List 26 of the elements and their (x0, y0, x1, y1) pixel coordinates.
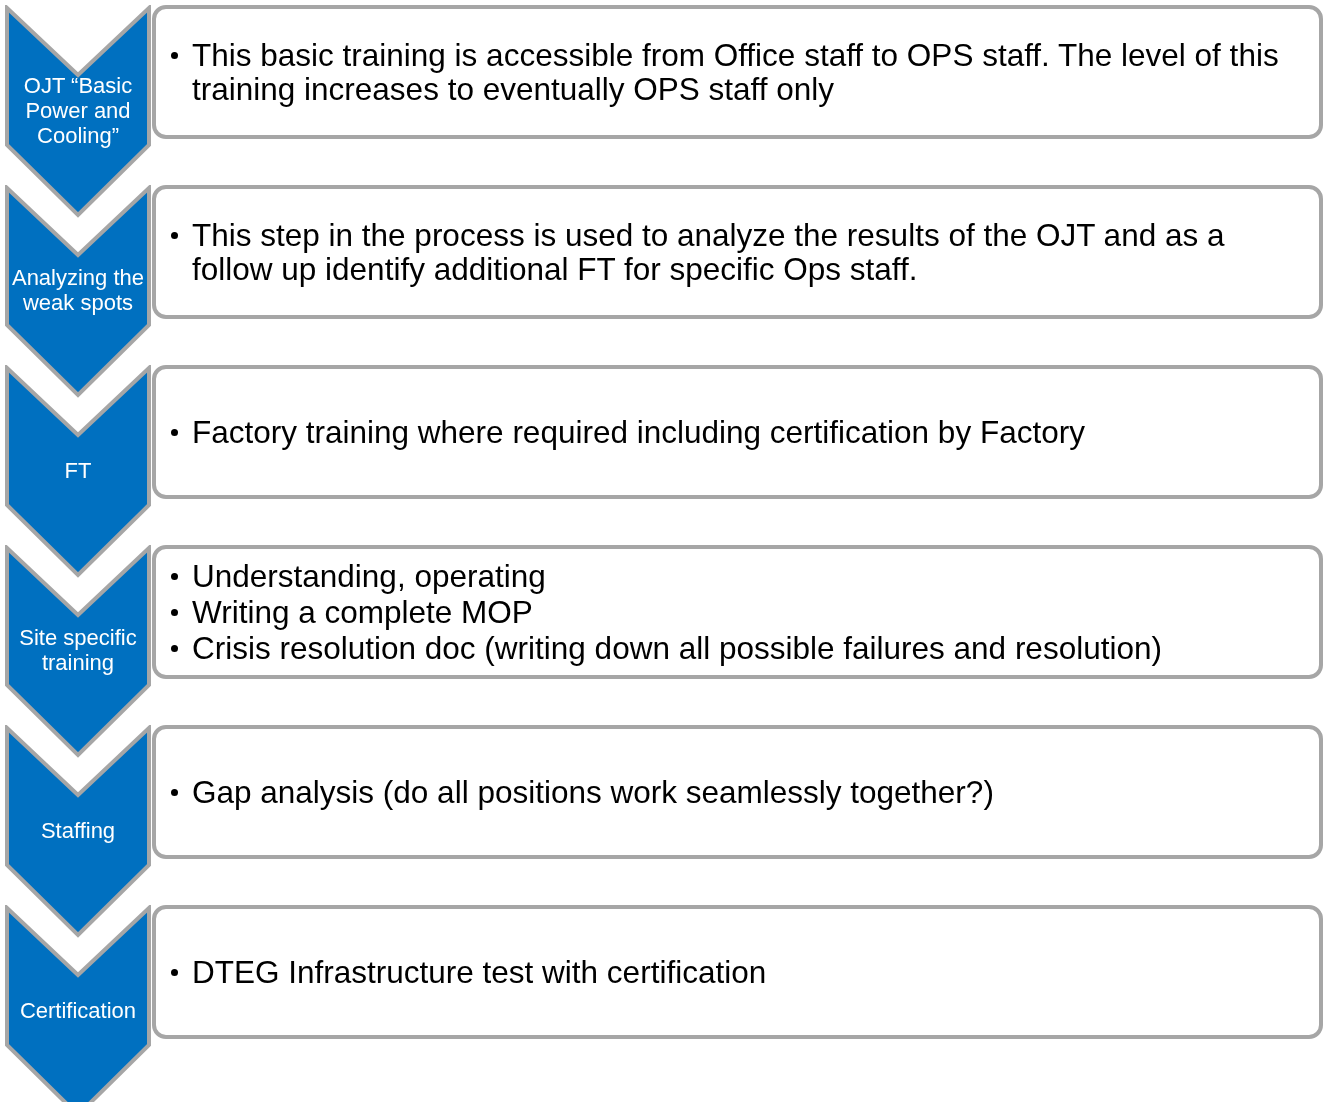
text-panel (152, 545, 1323, 679)
chevron-step (4, 905, 152, 1102)
text-panel (152, 905, 1323, 1039)
bullet-text: Factory training where required including certification by Factory (192, 415, 1086, 449)
text-panel (152, 185, 1323, 319)
text-panel (152, 725, 1323, 859)
bullet-text: This basic training is accessible from Office staff to OPS staff. The level of this training increases to eventually OPS staff only (192, 38, 1280, 106)
text-panel (152, 365, 1323, 499)
step-label: Analyzing the weak spots (10, 265, 146, 315)
text-panel (152, 5, 1323, 139)
step-label: Staffing (39, 817, 117, 843)
step-label: Site specific training (18, 625, 138, 675)
bullet-text: DTEG Infrastructure test with certification (192, 955, 768, 989)
bullet-text: This step in the process is used to analyze the results of the OJT and as a follow up identify additional FT for specific Ops staff. (192, 218, 1226, 286)
bullet-text: Gap analysis (do all positions work seamlessly together?) (192, 775, 995, 809)
chevron-step (4, 185, 152, 399)
step-label: Certification (18, 997, 138, 1023)
step-label: OJT “Basic Power and Cooling” (22, 72, 134, 148)
bullet-text: Understanding, operating (192, 559, 547, 593)
chevron-step (4, 725, 152, 939)
chevron-step (4, 5, 152, 219)
bullet-text: Writing a complete MOP (192, 595, 534, 629)
bullet-text: Crisis resolution doc (writing down all possible failures and resolution) (192, 631, 1163, 665)
step-label: FT (63, 457, 93, 483)
chevron-step (4, 545, 152, 759)
chevron-step (4, 365, 152, 579)
